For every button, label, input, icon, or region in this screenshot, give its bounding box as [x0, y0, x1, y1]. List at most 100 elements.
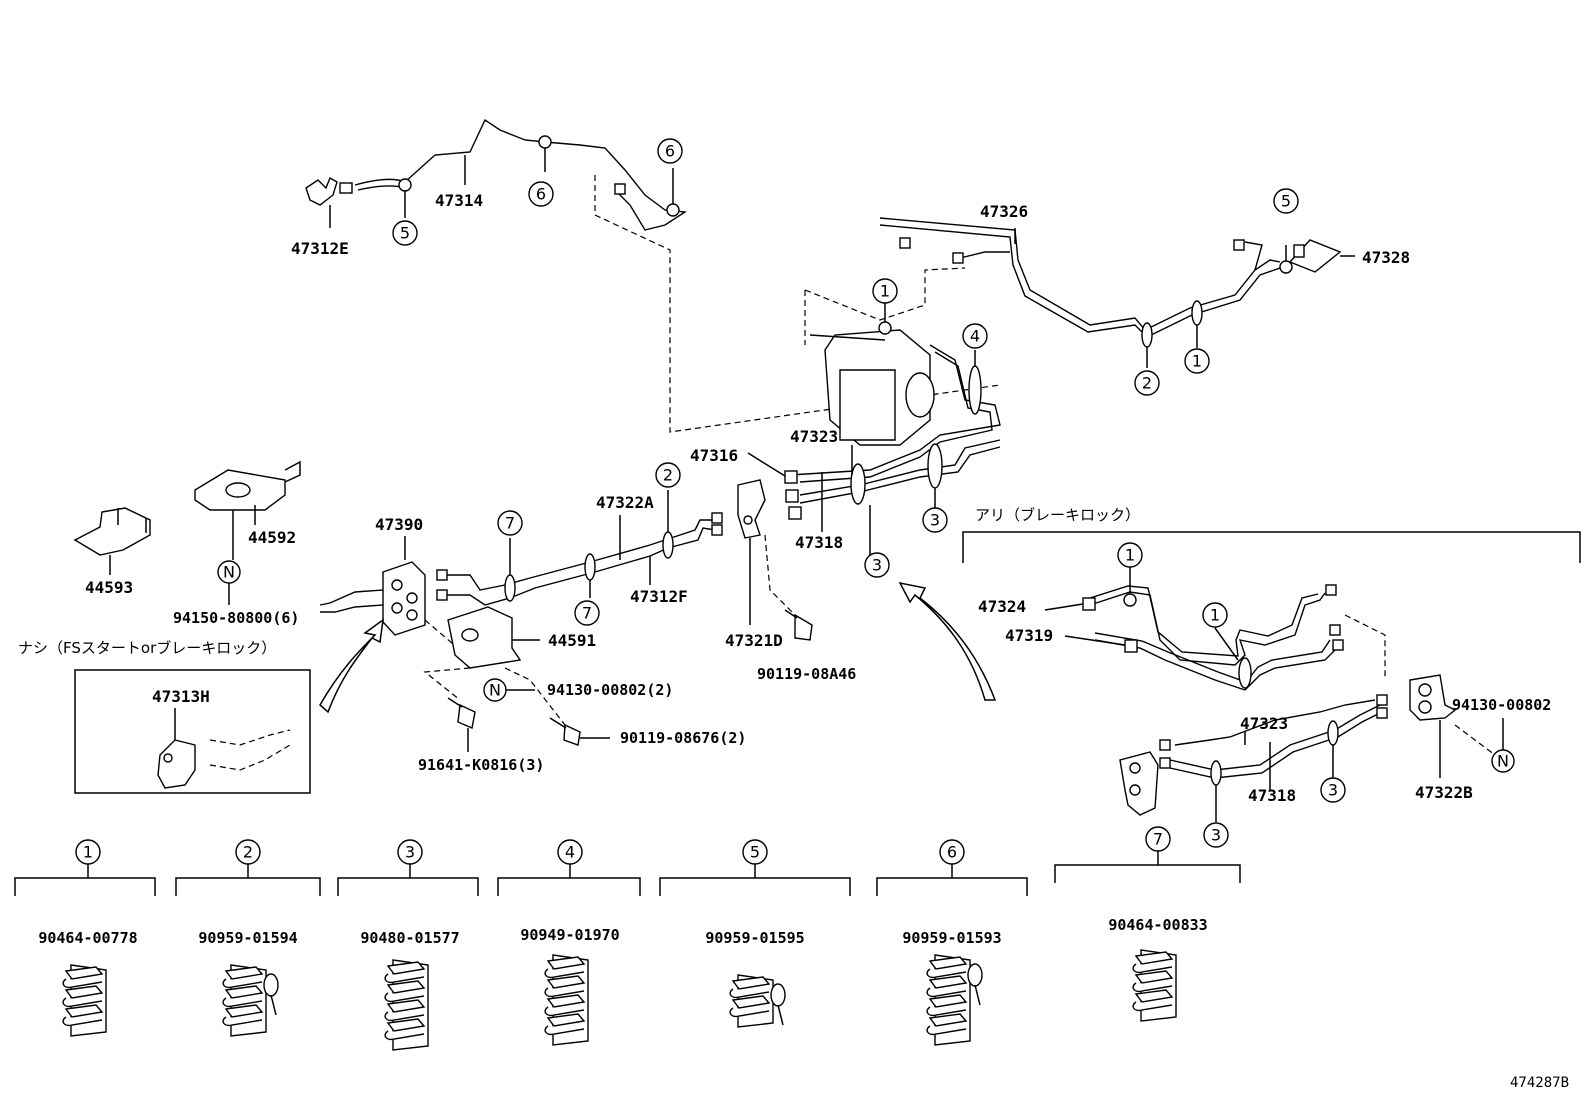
legend-part-number: 90959-01593 [902, 929, 1001, 947]
clamp-point [878, 321, 892, 335]
flare-nut [1159, 739, 1171, 751]
flare-nut [952, 252, 964, 264]
legend-part-number: 90959-01595 [705, 929, 804, 947]
clamp-marker-3: 3 [922, 507, 948, 533]
clamp-point [1123, 593, 1137, 607]
clamp-90480-01577-icon [384, 959, 429, 1051]
svg-text:5: 5 [1281, 192, 1291, 211]
nut-marker-N: N [483, 678, 507, 702]
flare-nut [785, 489, 799, 503]
label-47313H: 47313H [152, 687, 210, 706]
bracket-44592[interactable] [194, 460, 301, 511]
clamp-marker-1: 1 [1202, 602, 1228, 628]
fitting-47312E[interactable] [305, 176, 353, 206]
flare-nut [1332, 639, 1344, 651]
flare-nut [1082, 597, 1096, 611]
tube-47318[interactable] [799, 439, 1001, 504]
block-fitting[interactable] [1119, 751, 1159, 816]
block-47390[interactable] [319, 561, 426, 636]
bolt-90119-08A46[interactable] [784, 609, 813, 641]
clamp-point [850, 463, 866, 505]
label-47312F: 47312F [630, 587, 688, 606]
label-47318-brake-lock: 47318 [1248, 786, 1296, 805]
tube-47323[interactable] [789, 344, 1001, 483]
tube-47326[interactable] [879, 217, 1281, 338]
tube-47324[interactable] [1089, 585, 1326, 666]
bolt-91641-K0816[interactable] [447, 697, 476, 729]
fitting-47313H[interactable] [157, 729, 291, 789]
fitting-47328[interactable] [1288, 239, 1342, 273]
label-94130-00802: 94130-00802 [1452, 696, 1551, 714]
nut-marker-N: N [217, 560, 241, 584]
clamp-marker-3: 3 [864, 552, 890, 578]
label-47318: 47318 [795, 533, 843, 552]
svg-text:3: 3 [930, 511, 940, 530]
clamp-marker-6: 6 [528, 181, 554, 207]
title-with-brake-lock: アリ（ブレーキロック） [975, 506, 1140, 524]
bracket-44591[interactable] [447, 606, 522, 669]
bracket-44593[interactable] [73, 507, 151, 556]
title-without-fs-start: ナシ（FSスタートorブレーキロック） [18, 639, 276, 657]
legend-part-number: 90949-01970 [520, 926, 619, 944]
label-91641-K0816: 91641-K0816(3) [418, 756, 544, 774]
label-90119-08A46: 90119-08A46 [757, 665, 856, 683]
legend-part-number: 90464-00833 [1108, 916, 1207, 934]
legend-marker: 2 [243, 843, 253, 862]
label-94150-80800: 94150-80800(6) [173, 609, 299, 627]
svg-text:3: 3 [872, 556, 882, 575]
svg-text:N: N [489, 681, 501, 700]
clamp-point [1191, 300, 1203, 326]
bolt-90119-08676[interactable] [549, 717, 581, 746]
clamp-marker-2: 2 [655, 462, 681, 488]
svg-text:5: 5 [400, 224, 410, 243]
brake-actuator[interactable] [809, 329, 935, 446]
flare-nut [1124, 639, 1138, 653]
flare-nut [1376, 707, 1388, 719]
label-47316: 47316 [690, 446, 738, 465]
clamp-point [538, 135, 552, 149]
legend-part-number: 90464-00778 [38, 929, 137, 947]
legend-marker: 6 [947, 843, 957, 862]
tube-47318-brake-lock[interactable] [1174, 699, 1376, 746]
label-47328: 47328 [1362, 248, 1410, 267]
label-47312E: 47312E [291, 239, 349, 258]
label-47323-brake-lock: 47323 [1240, 714, 1288, 733]
svg-text:1: 1 [1192, 352, 1202, 371]
clamp-marker-6: 6 [657, 138, 683, 164]
clamp-point [666, 203, 680, 217]
flare-nut [899, 237, 911, 249]
clamp-point [1238, 657, 1252, 689]
svg-text:1: 1 [880, 282, 890, 301]
flare-nut [1376, 694, 1388, 706]
svg-text:1: 1 [1210, 606, 1220, 625]
legend-part-number: 90959-01594 [198, 929, 297, 947]
fitting-47321D[interactable] [737, 479, 766, 539]
clamp-marker-5: 5 [1273, 188, 1299, 214]
clamp-point [968, 365, 982, 415]
legend-marker: 3 [405, 843, 415, 862]
flare-nut [1159, 757, 1171, 769]
svg-text:2: 2 [1142, 374, 1152, 393]
label-47390: 47390 [375, 515, 423, 534]
clamp-point [504, 574, 516, 602]
label-90119-08676: 90119-08676(2) [620, 729, 746, 747]
inset-fs-start-box [74, 669, 311, 794]
fitting-47322B[interactable] [1409, 674, 1457, 721]
flare-nut [1325, 584, 1337, 596]
clamp-marker-1: 1 [872, 278, 898, 304]
svg-text:3: 3 [1328, 781, 1338, 800]
flare-nut [1233, 239, 1245, 251]
clamp-marker-7: 7 [574, 600, 600, 626]
clamp-marker-2: 2 [1134, 370, 1160, 396]
reference-code: 474287B [1510, 1075, 1569, 1091]
label-47319: 47319 [1005, 626, 1053, 645]
label-47323: 47323 [790, 427, 838, 446]
flare-nut [436, 589, 448, 601]
label-94130-00802-2: 94130-00802(2) [547, 681, 673, 699]
